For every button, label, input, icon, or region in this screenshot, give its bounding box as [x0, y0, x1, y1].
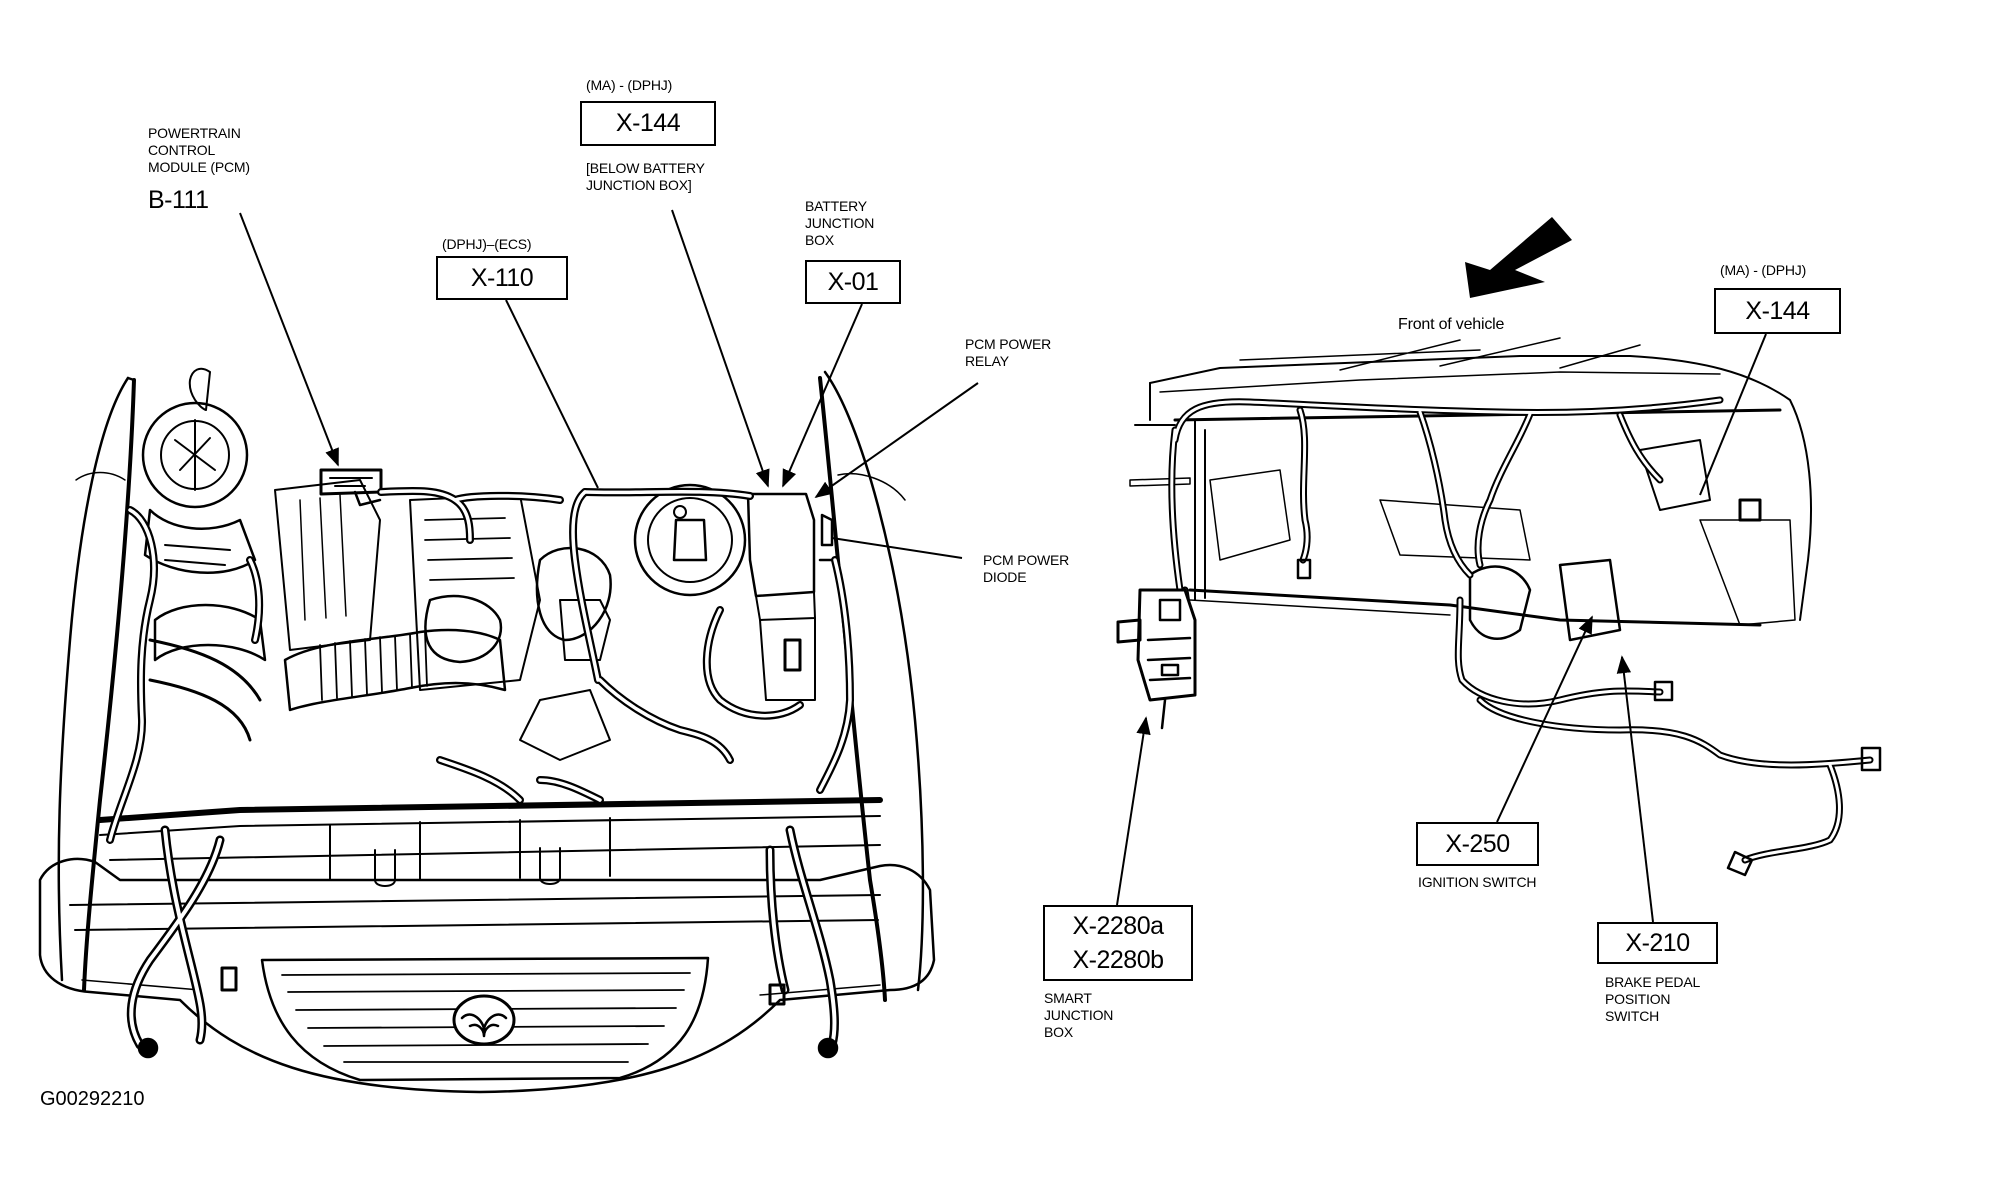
dashboard-drawing [1116, 337, 1882, 877]
front-of-vehicle-label: Front of vehicle [1398, 316, 1505, 333]
leader-x110 [505, 299, 599, 489]
air-cleaner [141, 401, 249, 509]
smart-junction-box [1136, 588, 1197, 702]
x250-callout: X-250 [1416, 822, 1539, 866]
instrument-panel-top [1149, 355, 1812, 621]
x110-callout: X-110 [436, 256, 568, 300]
bumper [38, 857, 936, 1094]
x2280a-code: X-2280a [1072, 912, 1164, 940]
x144-note: [BELOW BATTERY JUNCTION BOX] [586, 160, 705, 193]
brand-logo [452, 994, 516, 1046]
x01-label: BATTERY JUNCTION BOX [805, 198, 875, 248]
figure-id: G00292210 [40, 1088, 145, 1110]
x144-dash-qualifier: (MA) - (DPHJ) [1720, 262, 1807, 278]
pcm-label: POWERTRAIN CONTROL MODULE (PCM) [148, 125, 250, 175]
x2280b-code: X-2280b [1072, 946, 1164, 974]
x01-callout: X-01 [805, 260, 901, 304]
dash-leader-lines [1116, 333, 1767, 923]
leader-x144 [671, 209, 770, 488]
leader-diode [831, 537, 963, 559]
leader-x250 [1496, 615, 1593, 823]
x110-qualifier: (DPHJ)–(ECS) [442, 236, 532, 252]
leader-b111 [239, 212, 339, 467]
leader-x210 [1616, 655, 1654, 923]
leader-relay [814, 382, 979, 499]
brake-pedal-switch-label: BRAKE PEDAL POSITION SWITCH [1605, 974, 1701, 1024]
front-direction-arrow-icon [1465, 217, 1572, 298]
x2280-callout: X-2280a X-2280b [1043, 905, 1193, 981]
x144-callout: X-144 [580, 101, 716, 146]
leader-x144-dash [1699, 333, 1767, 496]
engine-bay-drawing [38, 367, 936, 1094]
x144-dash-callout: X-144 [1714, 288, 1841, 334]
diode-label: PCM POWER DIODE [983, 552, 1070, 585]
pcm-code: B-111 [148, 186, 209, 214]
smart-junction-box-label: SMART JUNCTION BOX [1044, 990, 1114, 1040]
brake-booster [633, 483, 747, 597]
left-fender [57, 376, 130, 982]
engine-leader-lines [239, 209, 979, 559]
ignition-switch-label: IGNITION SWITCH [1418, 874, 1537, 890]
battery-junction-box [746, 492, 816, 598]
relay-label: PCM POWER RELAY [965, 336, 1052, 369]
intake-duct [283, 628, 507, 712]
leader-x01 [782, 303, 863, 488]
x144-qualifier: (MA) - (DPHJ) [586, 77, 673, 93]
right-fender [823, 370, 925, 992]
x210-callout: X-210 [1597, 922, 1718, 964]
leader-x2280 [1116, 716, 1151, 906]
grille [260, 956, 710, 1082]
